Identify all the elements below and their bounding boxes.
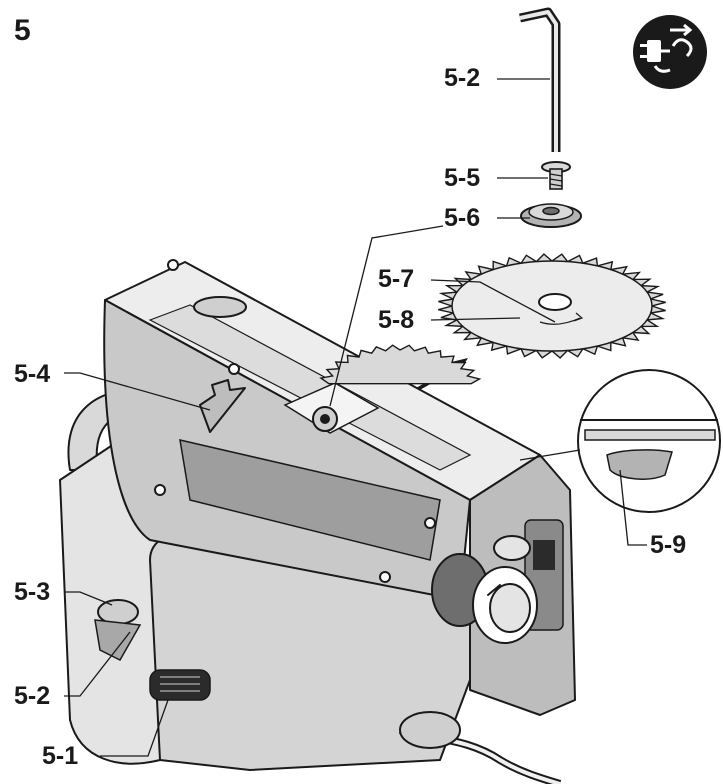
callout-5-2-bottom: 5-2 [14,682,50,710]
flange-washer [520,203,582,228]
detail-magnifier [519,369,721,513]
unplug-power-icon [633,15,707,89]
plunge-saw-body [59,259,576,784]
callout-5-5: 5-5 [444,164,480,192]
callout-5-4: 5-4 [14,360,50,388]
saw-blade-teeth [319,344,482,385]
hex-key [519,7,561,152]
callout-5-7: 5-7 [378,265,414,293]
screw [541,161,571,190]
callout-5-8: 5-8 [378,306,414,334]
figure-number: 5 [14,14,31,47]
callout-5-2-top: 5-2 [444,64,480,92]
callout-5-6: 5-6 [444,204,480,232]
callout-5-3: 5-3 [14,578,50,606]
callouts: 5-2 5-5 5-6 5-7 5-8 5-4 5-9 5-3 5-2 5-1 [14,64,686,770]
saw-blade [438,253,666,359]
callout-5-9: 5-9 [650,531,686,559]
callout-5-1: 5-1 [42,742,78,770]
